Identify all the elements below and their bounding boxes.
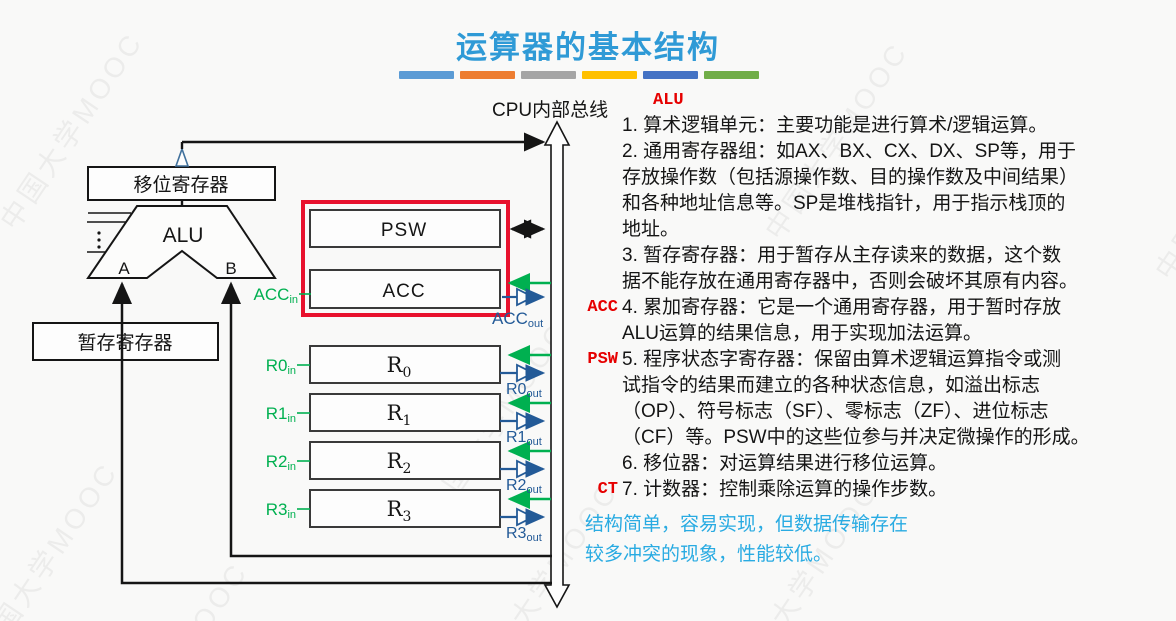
note-text: 地址。 xyxy=(622,219,680,240)
bus-to-alu-a-path[interactable] xyxy=(112,281,552,585)
watermark: 中国大学MOOC xyxy=(1124,573,1176,621)
page-title: 运算器的基本结构 xyxy=(456,30,720,65)
accent-bar xyxy=(643,71,698,79)
r3-output-buffer xyxy=(516,507,536,527)
r0-label: R0 xyxy=(387,353,412,381)
note-text: 据不能存放在通用寄存器中，否则会破坏其原有内容。 xyxy=(622,271,1079,292)
note-line: 试指令的结果而建立的各种状态信息，如溢出标志 xyxy=(585,373,1175,399)
note-line: 存放操作数（包括源操作数、目的操作数及中间结果） xyxy=(585,165,1175,191)
note-text: 1. 算术逻辑单元：主要功能是进行算术/逻辑运算。 xyxy=(622,115,1048,136)
alu-structure-diagram: CPU内部总线 移位寄存器 暂存寄存器 ALU A B PSW ACC ACCi… xyxy=(32,99,608,609)
register-r2-group xyxy=(297,441,551,480)
accent-bar xyxy=(521,71,576,79)
note-line: ALU运算的结果信息，用于实现加法运算。 xyxy=(585,321,1175,347)
acc-out-label: ACCout xyxy=(492,309,543,330)
psw-box xyxy=(309,209,501,248)
note-text: 和各种地址信息等。SP是堆栈指针，用于指示栈顶的 xyxy=(622,193,1066,214)
note-text: 试指令的结果而建立的各种状态信息，如溢出标志 xyxy=(622,375,1041,396)
r2-output-buffer xyxy=(516,459,536,479)
temp-register-label: 暂存寄存器 xyxy=(77,332,172,354)
note-text: （OP）、符号标志（SF）、零标志（ZF）、进位标志 xyxy=(622,401,1049,422)
alu-control-signals xyxy=(87,212,131,253)
note-heading-alu: ALU xyxy=(653,91,684,110)
r3-label: R3 xyxy=(387,497,412,525)
register-r0-group xyxy=(297,345,551,384)
acc-label: ACC xyxy=(382,281,425,302)
notes-panel: ALU 1. 算术逻辑单元：主要功能是进行算术/逻辑运算。 2. 通用寄存器组：… xyxy=(585,90,1175,570)
note-text: ALU运算的结果信息，用于实现加法运算。 xyxy=(622,323,982,344)
note-line: 6. 移位器：对运算结果进行移位运算。 xyxy=(585,451,1175,477)
note-text: 5. 程序状态字寄存器：保留由算术逻辑运算指令或测 xyxy=(622,349,1062,370)
accent-bar xyxy=(460,71,515,79)
note-text: 存放操作数（包括源操作数、目的操作数及中间结果） xyxy=(622,167,1079,188)
alu-shape xyxy=(86,205,277,279)
note-prefix-acc: ACC xyxy=(587,298,618,317)
note-text: 2. 通用寄存器组：如AX、BX、CX、DX、SP等，用于 xyxy=(622,141,1076,162)
note-text: 4. 累加寄存器：它是一个通用寄存器，用于暂时存放 xyxy=(622,297,1062,318)
acc-box xyxy=(309,269,501,309)
note-prefix-ct: CT xyxy=(597,480,618,499)
summary-line: 较多冲突的现象，性能较低。 xyxy=(585,544,833,565)
note-line: 1. 算术逻辑单元：主要功能是进行算术/逻辑运算。 xyxy=(585,113,1175,139)
register-r1-group xyxy=(297,393,551,432)
note-line: （OP）、符号标志（SF）、零标志（ZF）、进位标志 xyxy=(585,399,1175,425)
r0-in-label: R0in xyxy=(266,356,296,377)
alu-label: ALU xyxy=(163,224,204,247)
note-text: 3. 暂存寄存器：用于暂存从主存读来的数据，这个数 xyxy=(622,245,1062,266)
temp-register-box xyxy=(32,322,219,361)
r1-out-label: R1out xyxy=(506,429,542,448)
acc-output-buffer xyxy=(516,287,536,307)
note-text: 7. 计数器：控制乘除运算的操作步数。 xyxy=(622,479,948,500)
r0-out-label: R0out xyxy=(506,381,542,400)
register-r3-group xyxy=(297,489,551,528)
accent-bar xyxy=(399,71,454,79)
r1-label: R1 xyxy=(387,401,412,429)
r2-in-label: R2in xyxy=(266,452,296,473)
alu-input-b-label: B xyxy=(225,259,236,278)
shift-register-label: 移位寄存器 xyxy=(133,174,228,196)
bus-label: CPU内部总线 xyxy=(492,99,608,121)
r1-box xyxy=(309,393,501,432)
r3-in-label: R3in xyxy=(266,500,296,521)
note-line: 2. 通用寄存器组：如AX、BX、CX、DX、SP等，用于 xyxy=(585,139,1175,165)
note-text: 6. 移位器：对运算结果进行移位运算。 xyxy=(622,453,948,474)
summary-line: 结构简单，容易实现，但数据传输存在 xyxy=(585,514,909,535)
accent-bars xyxy=(399,71,759,79)
acc-in-label: ACCin xyxy=(254,285,298,306)
highlight-box xyxy=(301,200,510,317)
alu-input-a-label: A xyxy=(118,259,130,278)
note-line: 和各种地址信息等。SP是堆栈指针，用于指示栈顶的 xyxy=(585,191,1175,217)
note-line: 据不能存放在通用寄存器中，否则会破坏其原有内容。 xyxy=(585,269,1175,295)
note-line: （CF）等。PSW中的这些位参与并决定微操作的形成。 xyxy=(585,425,1175,451)
r0-box xyxy=(309,345,501,384)
note-text: （CF）等。PSW中的这些位参与并决定微操作的形成。 xyxy=(622,427,1090,448)
psw-label: PSW xyxy=(381,220,427,241)
r1-in-label: R1in xyxy=(266,404,296,425)
r2-out-label: R2out xyxy=(506,477,542,496)
shift-register-box xyxy=(87,166,276,201)
r2-label: R2 xyxy=(387,449,412,477)
accent-bar xyxy=(582,71,637,79)
note-line: 3. 暂存寄存器：用于暂存从主存读来的数据，这个数 xyxy=(585,243,1175,269)
shift-register-output-buffer xyxy=(174,146,190,167)
r3-out-label: R3out xyxy=(506,525,542,544)
r0-output-buffer xyxy=(516,363,536,383)
cpu-internal-bus xyxy=(543,120,571,609)
note-line: 地址。 xyxy=(585,217,1175,243)
note-prefix-psw: PSW xyxy=(587,350,618,369)
accent-bar xyxy=(704,71,759,79)
r1-output-buffer xyxy=(516,411,536,431)
bus-to-alu-b-path xyxy=(221,281,552,558)
